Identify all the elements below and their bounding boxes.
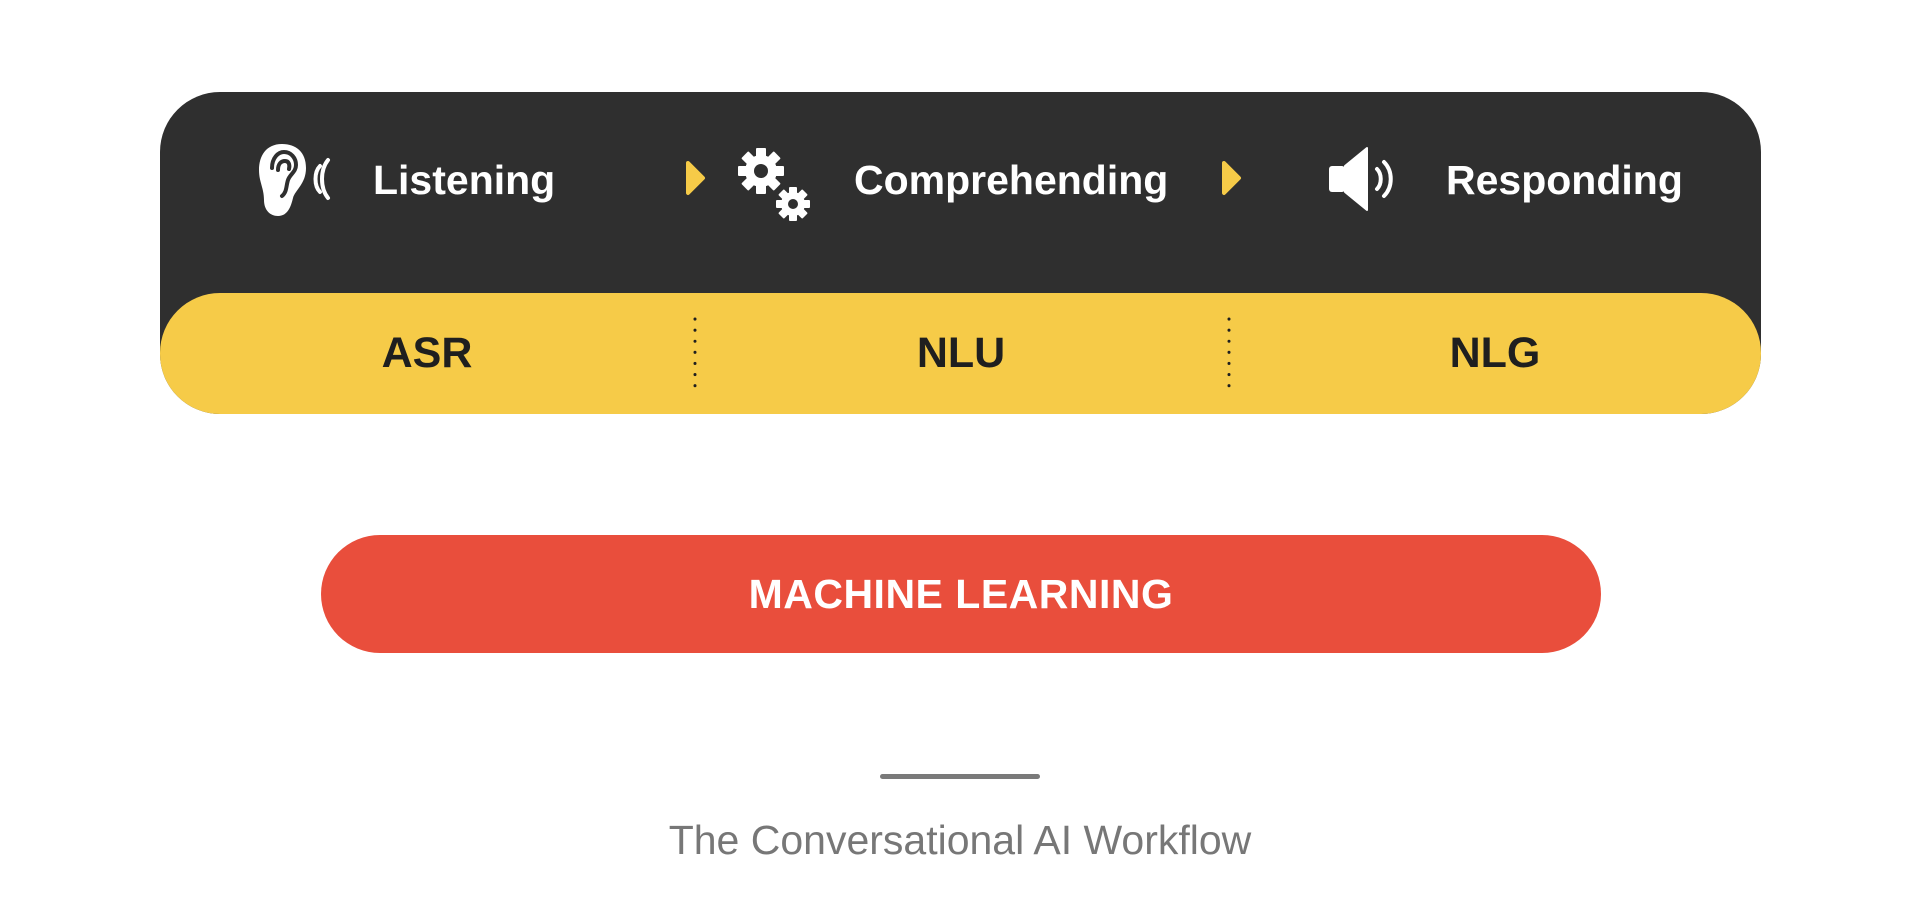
caption-rule	[880, 774, 1040, 779]
ear-icon	[259, 144, 330, 216]
stage-label-listening: Listening	[373, 157, 556, 203]
stage-label-comprehending: Comprehending	[854, 157, 1169, 203]
stage-label-responding: Responding	[1446, 157, 1683, 203]
dotted-divider	[693, 317, 697, 389]
stage-row: Listening	[160, 92, 1761, 292]
workflow-panel: Listening	[160, 92, 1761, 414]
machine-learning-block: MACHINE LEARNING	[321, 535, 1601, 653]
component-asr: ASR	[381, 329, 473, 377]
machine-learning-label: MACHINE LEARNING	[748, 570, 1174, 617]
component-nlg: NLG	[1449, 329, 1541, 377]
components-band: ASR NLU NLG	[160, 293, 1761, 414]
triangle-right-icon	[1222, 161, 1241, 195]
diagram-caption: The Conversational AI Workflow	[668, 817, 1252, 863]
gears-icon	[738, 148, 810, 221]
component-nlu: NLU	[916, 329, 1006, 377]
dotted-divider	[1227, 317, 1231, 389]
speaker-icon	[1329, 147, 1393, 211]
triangle-right-icon	[686, 161, 705, 195]
